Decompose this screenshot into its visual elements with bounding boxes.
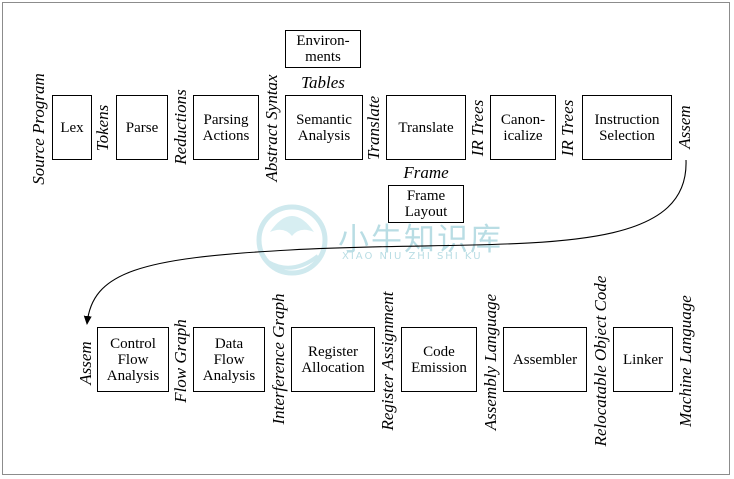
reductions-label: Reductions xyxy=(171,89,190,165)
assembler-box: Assembler xyxy=(503,327,587,392)
frame-layout-box: Frame Layout xyxy=(388,185,464,223)
register-allocation-box: Register Allocation xyxy=(291,327,375,392)
relocatable-object-code-label: Relocatable Object Code xyxy=(591,275,610,447)
flow-graph-label: Flow Graph xyxy=(171,319,190,403)
register-assignment-label: Register Assignment xyxy=(378,291,397,431)
frame-label: Frame xyxy=(403,163,449,182)
abstract-syntax-label: Abstract Syntax xyxy=(262,74,281,182)
tables-label: Tables xyxy=(301,73,345,92)
ir-trees-label-1: IR Trees xyxy=(468,99,487,157)
parsing-actions-box: Parsing Actions xyxy=(193,95,259,160)
code-emission-box: Code Emission xyxy=(401,327,477,392)
lex-box: Lex xyxy=(52,95,92,160)
instruction-selection-box: Instruction Selection xyxy=(582,95,672,160)
semantic-analysis-box: Semantic Analysis xyxy=(285,95,363,160)
assem-label-top: Assem xyxy=(675,105,694,149)
assembly-language-label: Assembly Language xyxy=(481,293,500,431)
translate-label: Translate xyxy=(364,95,383,161)
figure-frame xyxy=(2,2,730,475)
assem-label-bottom: Assem xyxy=(76,341,95,385)
control-flow-analysis-box: Control Flow Analysis xyxy=(97,327,169,392)
machine-language-label: Machine Language xyxy=(676,295,695,427)
translate-box: Translate xyxy=(386,95,466,160)
ir-trees-label-2: IR Trees xyxy=(558,99,577,157)
data-flow-analysis-box: Data Flow Analysis xyxy=(193,327,265,392)
interference-graph-label: Interference Graph xyxy=(269,293,288,425)
source-program-label: Source Program xyxy=(29,73,48,185)
parse-box: Parse xyxy=(116,95,168,160)
environments-box: Environ- ments xyxy=(285,30,361,68)
linker-box: Linker xyxy=(613,327,673,392)
watermark-subtitle: XIAO NIU ZHI SHI KU xyxy=(342,251,483,262)
tokens-label: Tokens xyxy=(93,104,112,152)
canonicalize-box: Canon- icalize xyxy=(490,95,556,160)
watermark-title: 小牛知识库 xyxy=(338,222,503,258)
